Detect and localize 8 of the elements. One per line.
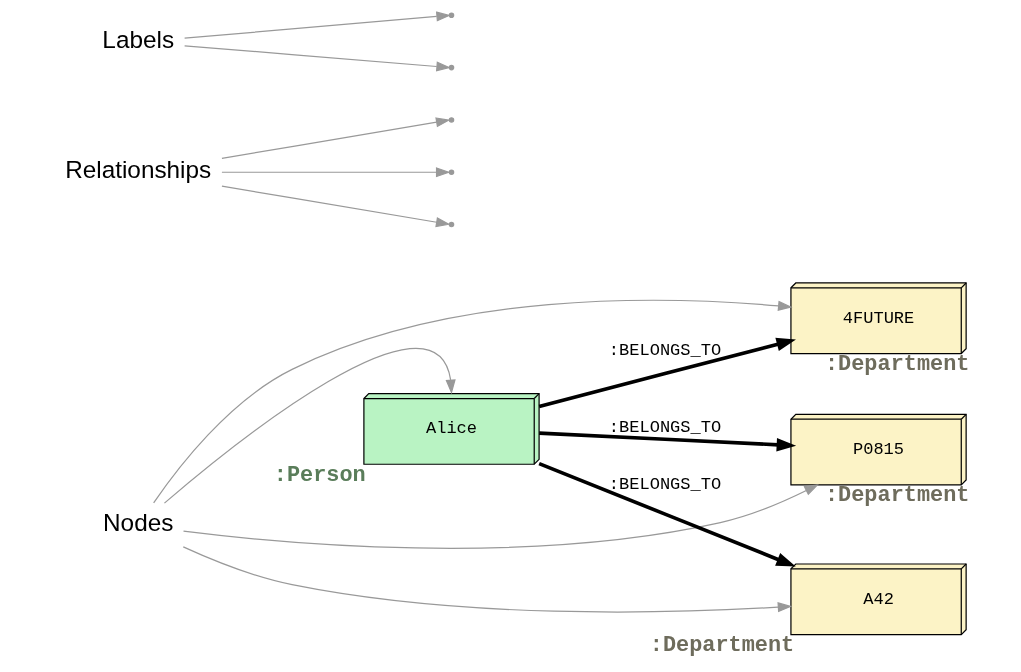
node-label: :Person xyxy=(273,462,366,488)
node-text: Nodes xyxy=(103,509,174,537)
edge-label: :BELONGS_TO xyxy=(608,474,722,494)
node-text: Relationships xyxy=(65,156,212,184)
node-text: Labels xyxy=(102,26,175,54)
edge-label: :BELONGS_TO xyxy=(608,417,722,437)
edge-label: :BELONGS_TO xyxy=(608,340,722,360)
node-label: :Department xyxy=(825,483,970,509)
